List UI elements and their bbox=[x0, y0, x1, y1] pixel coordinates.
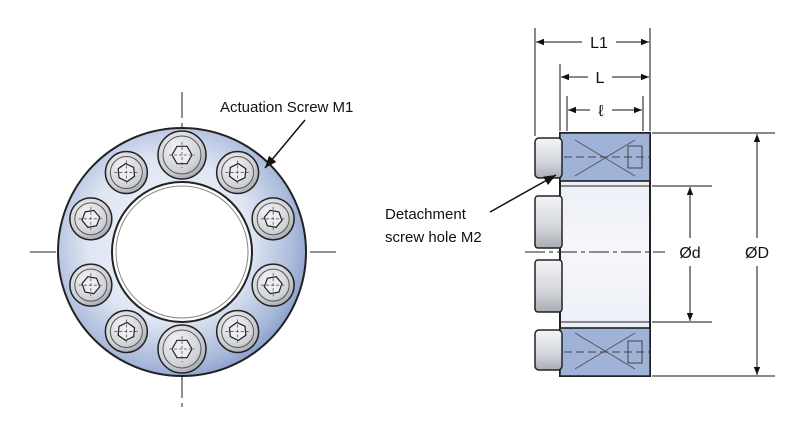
screw-head-7 bbox=[104, 309, 149, 354]
screw-head-1 bbox=[157, 130, 207, 180]
detachment-leader bbox=[489, 174, 557, 213]
front-view bbox=[30, 92, 340, 410]
dim-L-label: L bbox=[596, 70, 605, 87]
screw-head-top bbox=[534, 137, 563, 179]
screw-head-lower bbox=[534, 259, 563, 313]
dim-l-label: ℓ bbox=[598, 103, 603, 120]
screw-head-8 bbox=[69, 263, 113, 307]
screw-group bbox=[69, 130, 295, 374]
screw-head-upper bbox=[534, 195, 563, 249]
dim-D-label: ØD bbox=[745, 245, 769, 262]
side-view bbox=[525, 132, 665, 377]
dimensions bbox=[534, 28, 775, 377]
screw-head-2 bbox=[215, 150, 260, 195]
detachment-label-line1: Detachment bbox=[385, 206, 467, 223]
detachment-label-line2: screw hole M2 bbox=[385, 229, 482, 246]
actuation-screw-leader bbox=[264, 119, 306, 169]
screw-head-6 bbox=[157, 324, 207, 374]
actuation-screw-label: Actuation Screw M1 bbox=[220, 99, 353, 116]
screw-head-9 bbox=[69, 197, 113, 241]
inner-bore-chamfer bbox=[115, 185, 249, 319]
dim-d-label: Ød bbox=[679, 245, 700, 262]
screw-head-4 bbox=[251, 263, 295, 307]
screw-head-10 bbox=[104, 150, 149, 195]
inner-bore bbox=[111, 181, 253, 323]
dim-L1-label: L1 bbox=[590, 35, 608, 52]
screw-head-3 bbox=[251, 197, 295, 241]
screw-head-5 bbox=[215, 309, 260, 354]
screw-head-bottom bbox=[534, 329, 563, 371]
